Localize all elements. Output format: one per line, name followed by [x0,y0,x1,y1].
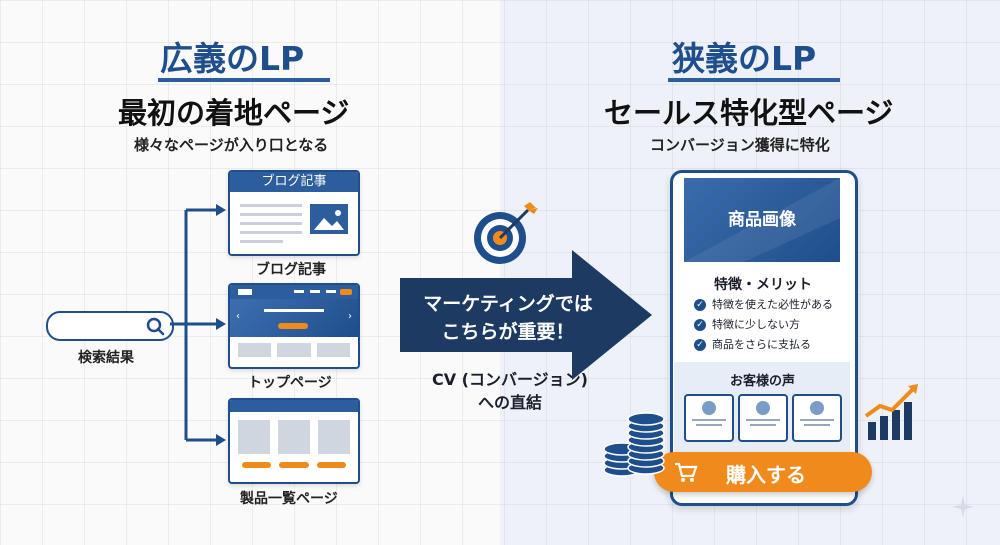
right-subtitle: セールス特化型ページ [604,96,894,130]
hero-image: 商品画像 [684,178,840,262]
features-title: 特徴・メリット [714,277,812,293]
search-box[interactable] [46,311,174,341]
review-card [684,394,734,442]
left-title: 広義のLP [160,39,305,78]
hero-label: 商品画像 [728,210,796,230]
arrow-text: マーケティングでは こちらが重要！ [423,293,593,343]
right-caption: コンバージョン獲得に特化 [650,136,830,154]
check-icon: ✓ [694,339,706,351]
image-icon [310,204,348,234]
user-avatar-icon [756,401,770,415]
feature-item-2: ✓特徴に少しない方 [694,316,800,332]
left-subtitle: 最初の着地ページ [118,96,350,130]
top-page-label: トップページ [248,375,332,391]
check-icon: ✓ [694,319,706,331]
left-caption: 様々なページが入り口となる [134,136,329,154]
growth-chart-icon [864,382,924,442]
cv-note: CV (コンバージョン) への直結 [431,370,588,412]
blog-card[interactable]: ブログ記事 [228,170,360,256]
blog-card-header: ブログ記事 [230,172,358,192]
right-title-underline [668,78,840,82]
big-arrow [400,250,652,380]
product-list-label: 製品一覧ページ [240,491,338,507]
review-card [792,394,842,442]
right-title: 狭義のLP [672,39,817,78]
sparkle-icon [952,496,974,518]
voices-title: お客様の声 [730,374,796,389]
feature-item-1: ✓特徴を使えた必性がある [694,296,833,312]
target-icon [470,198,540,268]
search-label: 検索結果 [78,350,134,366]
top-page-card[interactable]: ‹ › [228,283,360,369]
blog-label: ブログ記事 [256,262,326,278]
left-title-underline [158,78,330,82]
buy-button[interactable] [654,452,872,492]
search-icon[interactable] [142,313,168,339]
branch-arrows [170,204,226,446]
coins-icon [600,402,666,478]
user-avatar-icon [810,401,824,415]
buy-button-label: 購入する [726,463,806,487]
product-list-card[interactable] [228,398,360,484]
review-card [738,394,788,442]
check-icon: ✓ [694,299,706,311]
user-avatar-icon [702,401,716,415]
feature-item-3: ✓商品をさらに支払る [694,336,811,352]
cart-icon [674,461,698,483]
